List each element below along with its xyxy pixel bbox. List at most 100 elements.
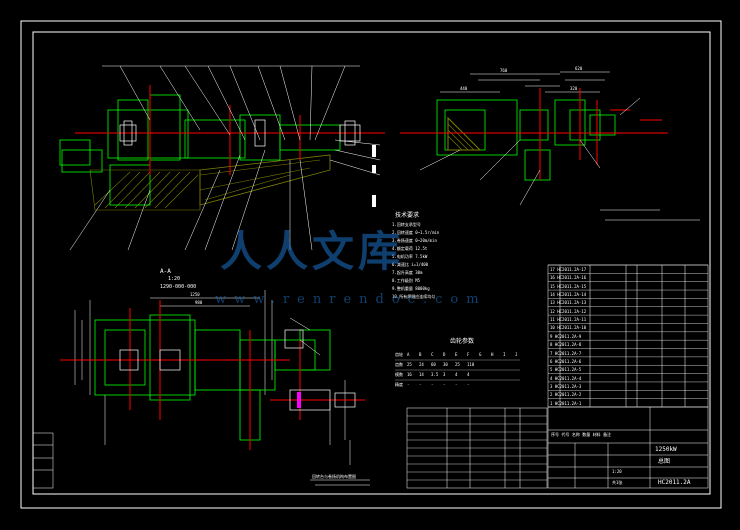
bom-row: 4 HC2011.2A-4 (550, 375, 582, 381)
bom-row: 7 HC2011.2A-7 (550, 350, 582, 356)
main-view-scale: 1:20 (168, 276, 181, 282)
tech-req-title: 技术要求 (395, 212, 420, 219)
tech-req-line: 5.电机功率 7.5kW (392, 254, 428, 259)
foundation-hatch (89, 159, 321, 211)
plan-couplings (119, 329, 356, 411)
param-cell: 3.5 (431, 372, 439, 377)
param-header-cell: D (443, 352, 446, 357)
right-marks (372, 145, 376, 207)
side-stamp (32, 432, 54, 489)
param-cell: - (467, 382, 470, 387)
tech-req-line: 6.减速比 i=1/400 (392, 262, 429, 267)
lower-table-rows (407, 415, 547, 481)
param-cell: - (431, 382, 434, 387)
title-drawing-title: 总图 (658, 458, 671, 465)
bom-row: 17 HC2011.2A-17 (550, 267, 587, 272)
param-cell: 25 (407, 362, 412, 367)
param-header-cell: B (419, 352, 422, 357)
tech-req-line: 9.整机重量 8000kg (392, 286, 430, 291)
plan-centerlines (60, 300, 365, 450)
tech-req-line: 7.起升高度 30m (392, 270, 423, 275)
title-header-row: 序号 代号 名称 数量 材料 备注 (551, 432, 611, 437)
param-header-cell: 齿轮 (395, 352, 403, 357)
bottom-note: 回转台与卷扬机构布置图 (312, 474, 356, 479)
watermark-url: www.renrendoc.com (215, 292, 487, 307)
plan-dimension-lines (74, 290, 351, 465)
param-cell: 30 (443, 362, 448, 367)
param-header-cell: A (407, 352, 410, 357)
param-header-cell: J (515, 352, 518, 357)
bom-row: 11 HC2011.2A-11 (550, 317, 587, 323)
leader-lines-top (102, 65, 360, 141)
bom-row: 16 HC2011.2A-16 (550, 275, 587, 281)
bom-row: 8 HC2011.2A-8 (550, 342, 582, 348)
bom-row: 15 HC2011.2A-15 (550, 283, 587, 289)
detail-view-top-right (400, 71, 700, 221)
param-cell: - (407, 382, 410, 387)
param-cell: 精度 (395, 382, 403, 387)
param-table-grid (395, 359, 520, 381)
bom-row: 1 HC2011.2A-1 (550, 400, 582, 406)
main-view-code: 1290-000-000 (160, 284, 197, 290)
title-col-3: 数量 (582, 432, 591, 437)
tech-req-line: 3.卷扬速度 0~20m/min (392, 238, 437, 243)
param-cell: 24 (419, 362, 424, 367)
param-header-cell: F (467, 352, 470, 357)
dim-label-4: 620 (575, 66, 583, 71)
param-header-cell: I (503, 352, 506, 357)
bom-row: 14 HC2011.2A-14 (550, 292, 587, 298)
param-cell: 齿数 (395, 362, 403, 367)
param-header-cell: E (455, 352, 458, 357)
title-company: 1250kW (655, 446, 677, 453)
tech-req-line: 4.额定载荷 12.5t (392, 246, 428, 251)
param-cell: - (419, 382, 422, 387)
bom-row: 9 HC2011.2A-9 (550, 333, 582, 339)
param-header-cell: H (491, 352, 494, 357)
dim-label-5: 440 (460, 86, 468, 91)
title-col-4: 材料 (592, 432, 601, 437)
dim-label-6: 320 (570, 86, 578, 91)
param-cell: 4 (467, 372, 470, 377)
param-header-cell: G (479, 352, 482, 357)
bom-row: 6 HC2011.2A-6 (550, 358, 582, 364)
tech-req-line: 8.工作级别 M5 (392, 278, 421, 283)
param-header-cell: C (431, 352, 434, 357)
shaft-centerlines (75, 85, 385, 175)
title-col-0: 序号 (551, 432, 559, 437)
detail-dimension-lines (440, 71, 610, 93)
bom-row: 3 HC2011.2A-3 (550, 383, 582, 389)
main-section-view (59, 65, 385, 251)
title-scale: 1:20 (612, 469, 622, 474)
detail-hatch (447, 116, 482, 151)
plan-body-outline (94, 314, 331, 441)
title-col-2: 名称 (571, 432, 580, 437)
coupling-parts (119, 119, 361, 147)
title-sheet: 共1张 (612, 480, 623, 485)
title-col-5: 备注 (603, 432, 612, 437)
param-table-title: 齿轮参数 (450, 338, 475, 345)
detail-housing (436, 99, 616, 181)
leader-lines-bottom (69, 139, 381, 251)
detail-hatch-lines (447, 123, 475, 151)
title-col-1: 代号 (561, 432, 570, 437)
drawing-frame-outer (20, 20, 722, 509)
dim-label-3: 760 (500, 68, 508, 73)
plan-leaders (289, 317, 370, 486)
param-cell: 4 (455, 372, 458, 377)
param-cell: 60 (431, 362, 436, 367)
param-cell: 14 (419, 372, 424, 377)
tech-req-line: 10.所有焊缝应连续均匀 (392, 294, 436, 299)
title-drawing-no: HC2011.2A (658, 479, 691, 486)
bom-row: 13 HC2011.2A-13 (550, 300, 587, 306)
param-cell: 25 (455, 362, 460, 367)
detail-leaders (419, 97, 700, 221)
title-block (547, 406, 709, 489)
bom-row: 2 HC2011.2A-2 (550, 392, 582, 398)
slope-hatch (199, 154, 331, 206)
bom-row: 12 HC2011.2A-12 (550, 308, 587, 314)
param-cell: 16 (407, 372, 412, 377)
tech-req-line: 1.回转支承型号 (392, 222, 421, 227)
detail-centerlines (400, 88, 668, 180)
tech-req-line: 2.回转速度 0~1.5r/min (392, 230, 440, 235)
